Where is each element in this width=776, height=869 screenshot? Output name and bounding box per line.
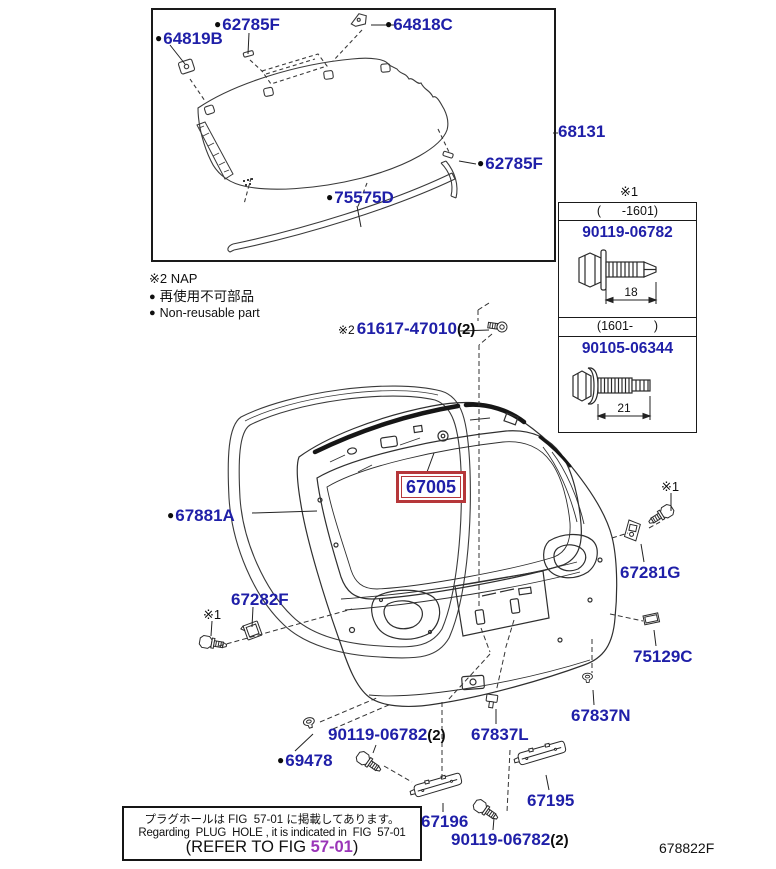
- grommet-67837n-icon: [582, 672, 593, 683]
- note-line-refer: (REFER TO FIG 57-01): [185, 838, 359, 856]
- note-line-en: Regarding PLUG HOLE , it is indicated in…: [138, 827, 406, 839]
- bolt-ref1-left-icon: [198, 634, 228, 652]
- plate-67196-icon: [407, 771, 464, 799]
- label-90119-upper[interactable]: 90119-06782(2): [328, 725, 446, 744]
- rear-glass-box: [151, 8, 556, 262]
- nonreusable-dot-icon: ●: [277, 753, 285, 767]
- label-67196[interactable]: 67196: [421, 812, 469, 831]
- fastener-table-ref: ※1: [620, 184, 639, 199]
- cushion-67282f-icon: [240, 620, 263, 641]
- bolt-length-21: 21: [617, 401, 631, 415]
- seal-75129c-icon: [642, 612, 661, 626]
- left-taillight-opening: [371, 589, 441, 640]
- label-75575d[interactable]: ●75575D: [326, 188, 394, 207]
- label-75129c[interactable]: 75129C: [633, 647, 693, 666]
- dot-patch: [243, 178, 253, 186]
- fastener-icons: [198, 321, 676, 824]
- nonreusable-dot-icon: ●: [477, 156, 485, 170]
- label-62785f-top[interactable]: ●62785F: [214, 15, 280, 34]
- bolt-90119-drawing: 18: [578, 249, 658, 304]
- fastener-range-1: ( -1601): [559, 203, 696, 221]
- nonreusable-dot-icon: ●: [149, 290, 156, 303]
- ref1-mark-right: ※1: [661, 479, 680, 494]
- clip-64818c-icon: [350, 13, 367, 27]
- bolt-90105-drawing: 21: [572, 367, 652, 420]
- label-67005-highlighted[interactable]: 67005: [396, 471, 467, 503]
- note-line-jp: プラグホールは FIG 57-01 に掲載してあります。: [144, 814, 400, 826]
- screw-61617-icon: [487, 321, 508, 333]
- nonreusable-dot-icon: ●: [167, 508, 175, 522]
- spacer-62785f-right-icon: [442, 150, 454, 159]
- nonreusable-dot-icon: ●: [326, 190, 334, 204]
- moulding-75575d-drawing: [227, 172, 456, 253]
- grommet-69478-icon: [302, 715, 317, 730]
- label-90119-06782-table[interactable]: 90119-06782: [582, 224, 673, 241]
- rear-glass-drawing: [177, 13, 458, 253]
- note-fig-ref: 57-01: [310, 838, 353, 856]
- label-68131[interactable]: 68131: [558, 122, 606, 141]
- bolt-90119-upper-icon: [354, 749, 385, 776]
- fastener-table: ( -1601) 90119-06782: [558, 202, 697, 433]
- plug-hole-note-box: プラグホールは FIG 57-01 に掲載してあります。 Regarding P…: [122, 806, 422, 861]
- label-67282f[interactable]: 67282F: [231, 590, 289, 609]
- glass-dashed-leaders: [189, 29, 450, 210]
- nonreusable-dot-icon: ●: [149, 307, 156, 320]
- clip-67837l-icon: [485, 693, 499, 709]
- label-67281g[interactable]: 67281G: [620, 563, 681, 582]
- fastener-range-2: (1601- ): [559, 317, 696, 337]
- label-64818c[interactable]: ●64818C: [385, 15, 453, 34]
- label-67837l[interactable]: 67837L: [471, 725, 529, 744]
- label-67881a[interactable]: ●67881A: [167, 506, 235, 525]
- figure-code: 678822F: [659, 840, 715, 856]
- label-90105-06344-table[interactable]: 90105-06344: [581, 340, 674, 357]
- label-64819b[interactable]: ●64819B: [155, 29, 223, 48]
- plug-hole-left: [474, 609, 486, 625]
- legend: ※2 NAP ●再使用不可部品 ●Non-reusable part: [149, 271, 260, 322]
- defogger-outline: [261, 53, 328, 85]
- ref2-mark: ※2: [338, 323, 355, 337]
- nonreusable-dot-icon: ●: [155, 31, 163, 45]
- label-67837n[interactable]: 67837N: [571, 706, 631, 725]
- ref1-mark-left: ※1: [203, 607, 222, 622]
- bolt-length-18: 18: [624, 285, 638, 299]
- label-62785f-right[interactable]: ●62785F: [477, 154, 543, 173]
- nonreusable-dot-icon: ●: [385, 17, 393, 31]
- tailgate-panel-drawing: [296, 401, 618, 708]
- plug-hole-right: [509, 598, 521, 614]
- bolt-90119-lower-icon: [471, 797, 502, 824]
- moulding-end-62785f-drawing: [440, 160, 458, 199]
- antenna-bar: [196, 121, 234, 180]
- legend-en: ●Non-reusable part: [149, 306, 260, 321]
- legend-nap: ※2 NAP: [149, 271, 198, 286]
- nonreusable-dot-icon: ●: [214, 17, 222, 31]
- leader-lines: [169, 24, 672, 831]
- license-recess: [454, 570, 550, 637]
- label-90119-lower[interactable]: 90119-06782(2): [451, 830, 569, 849]
- right-taillight-opening: [543, 533, 598, 579]
- label-67195[interactable]: 67195: [527, 791, 575, 810]
- stopper-67281g-icon: [623, 519, 641, 542]
- clip-64819b-icon: [177, 58, 196, 75]
- legend-jp: ●再使用不可部品: [149, 288, 255, 304]
- label-69478[interactable]: ●69478: [277, 751, 333, 770]
- weatherstrip-drawing: [227, 385, 471, 659]
- dashed-lines: [218, 302, 661, 813]
- latch-area: [461, 674, 485, 691]
